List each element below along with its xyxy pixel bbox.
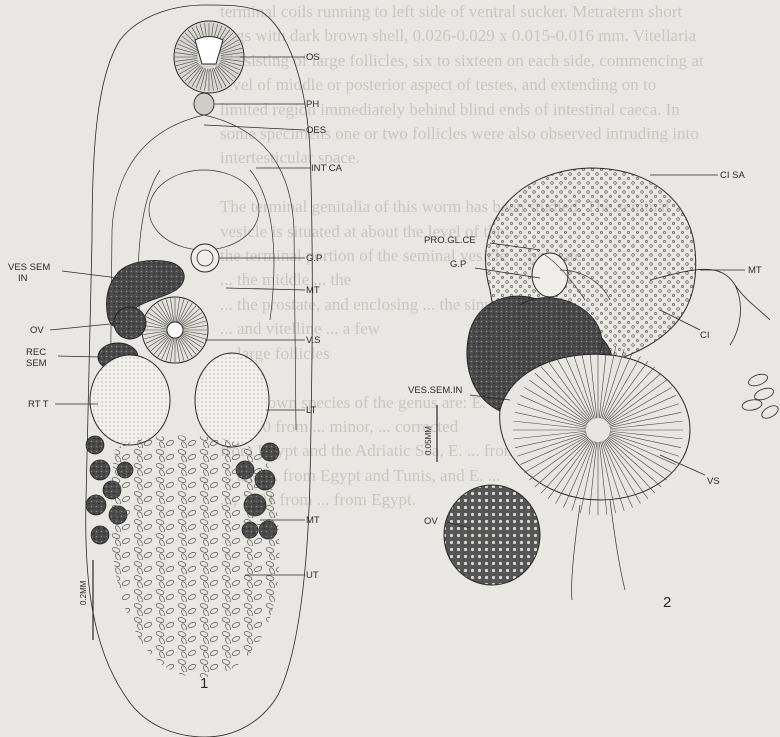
label-mt-2: MT bbox=[306, 515, 320, 526]
uterus-eggs bbox=[110, 436, 279, 678]
figure-number-1: 1 bbox=[200, 675, 208, 692]
left-testis bbox=[195, 353, 269, 447]
right-testis bbox=[90, 355, 170, 445]
label-ves-sem-in-2: VES.SEM.IN bbox=[408, 385, 463, 396]
eggs-2 bbox=[741, 372, 780, 421]
label-pro-gl-ce: PRO.GL.CE bbox=[424, 235, 476, 246]
label-ph: PH bbox=[306, 99, 319, 110]
label-vs-1: V.S bbox=[306, 335, 320, 346]
label-ov-2: OV bbox=[424, 516, 438, 527]
label-rec-sem-b: SEM bbox=[26, 358, 47, 369]
label-mt-3: MT bbox=[748, 265, 762, 276]
label-os: OS bbox=[306, 52, 320, 63]
label-rec-sem-a: REC bbox=[26, 347, 46, 358]
label-gp-1: G.P bbox=[306, 253, 322, 264]
label-ov-1: OV bbox=[30, 325, 44, 336]
label-vs-2: VS bbox=[707, 476, 720, 487]
figure-2: 0.05MM 2 PRO.GL.CE CI SA G.P MT CI VES.S… bbox=[408, 168, 780, 611]
label-ves-sem-in-1b: IN bbox=[18, 273, 28, 284]
label-mt-1: MT bbox=[306, 285, 320, 296]
figure-1: 0.2MM 1 OS PH OES INT CA G.P VES SEM IN … bbox=[8, 5, 343, 737]
label-oes: OES bbox=[306, 125, 326, 136]
oral-sucker bbox=[174, 21, 244, 93]
label-ci: CI bbox=[700, 330, 710, 341]
label-rtt: RT T bbox=[28, 399, 49, 410]
label-gp-2: G.P bbox=[450, 259, 466, 270]
label-int-ca: INT CA bbox=[311, 163, 343, 174]
genital-pore-2 bbox=[532, 253, 568, 297]
ventral-sucker bbox=[142, 297, 208, 363]
figure-number-2: 2 bbox=[663, 594, 671, 611]
label-ci-sa: CI SA bbox=[720, 170, 745, 181]
genital-pore bbox=[191, 244, 219, 272]
pharynx bbox=[194, 93, 214, 115]
label-lt: LT bbox=[306, 405, 317, 416]
scale-label-1: 0.2MM bbox=[79, 580, 88, 605]
ovary-2 bbox=[444, 485, 540, 585]
scale-label-2: 0.05MM bbox=[424, 426, 433, 455]
label-ut: UT bbox=[306, 570, 319, 581]
label-ves-sem-in-1a: VES SEM bbox=[8, 262, 50, 273]
